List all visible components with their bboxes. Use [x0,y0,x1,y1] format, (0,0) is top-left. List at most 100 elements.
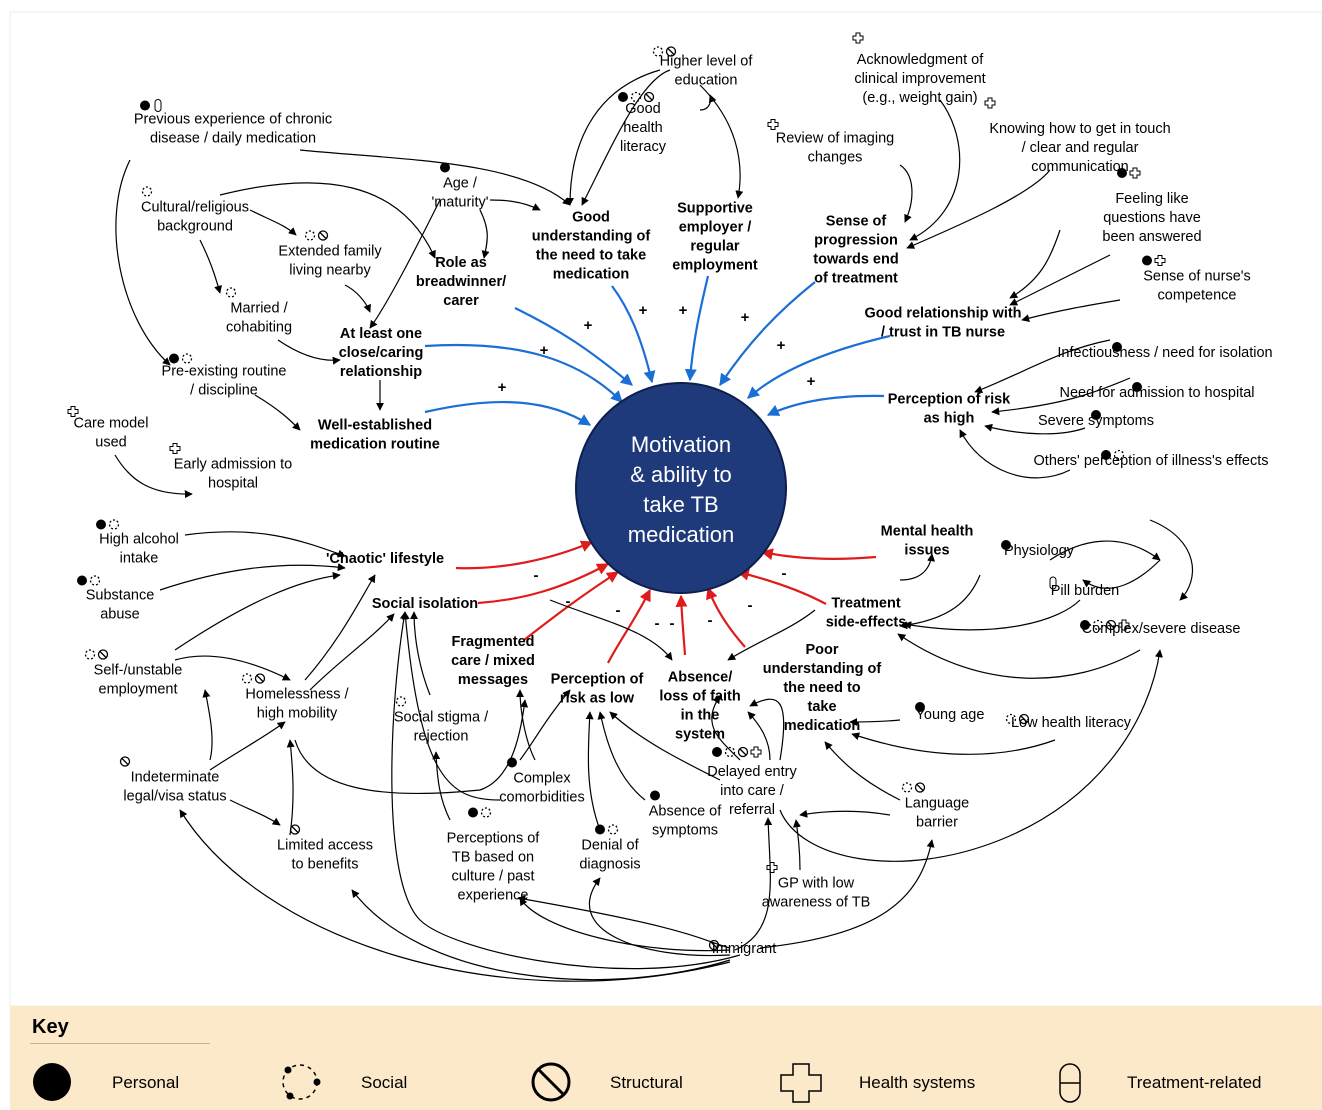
causal-link [734,817,773,951]
causal-link [299,149,571,206]
social-icon [630,91,642,103]
causal-link [516,689,536,761]
social-icon [652,46,664,57]
causal-link [179,809,731,982]
key-label-treatment-related: Treatment-related [1127,1073,1262,1092]
node-label: Pre-existing routine/ discipline [162,364,287,399]
node-physiology: Physiology [1001,540,1075,559]
health-systems-icon [169,443,181,454]
node-label: Complex/severe disease [1082,621,1241,637]
causal-link [959,429,1071,479]
social-icon [1113,449,1125,461]
causal-link [391,611,741,970]
causal-link [1021,299,1121,323]
personal-icon [618,92,628,102]
social-icon [181,353,193,364]
causal-link [1009,229,1061,299]
plus-sign: + [741,309,750,326]
node-label: Good relationship with/ trust in TB nurs… [864,306,1021,341]
plus-sign: + [777,337,786,354]
health-systems-icon [1118,619,1130,631]
personal-icon [468,807,478,818]
node-label: Pill burden [1051,583,1120,599]
node-stigma: Social stigma /rejection [394,696,489,745]
social-icon [395,696,407,707]
causal-link [432,751,451,821]
causal-link [588,877,731,957]
causal-link [984,423,1086,435]
social-icon [1005,713,1017,725]
causal-link [1049,540,1161,561]
social-icon [304,230,316,241]
node-good-relationship: Good relationship with/ trust in TB nurs… [864,306,1021,341]
node-preexisting: Pre-existing routine/ discipline [162,353,287,399]
minus-sign: - [534,567,539,584]
causal-link [849,717,901,726]
causal-link [479,209,490,259]
structural-icon [914,782,926,793]
personal-icon [1112,342,1122,352]
causal-link [286,739,295,836]
causal-link [1082,559,1161,589]
personal-icon [1091,410,1101,420]
positive-link [766,394,885,416]
causal-link [899,553,936,581]
node-label: Immigrant [712,941,776,957]
causal-link [906,169,1051,249]
causal-link [899,164,913,223]
causal-link [991,377,1131,416]
node-chaotic: 'Chaotic' lifestyle [326,551,444,567]
node-severe-sym: Severe symptoms [1038,410,1154,429]
key-title: Key [32,1016,69,1038]
causal-link [824,741,901,801]
treatment-related-icon [154,99,162,112]
causal-link [699,84,744,199]
causal-link [851,732,1056,755]
node-others-perc: Others' perception of illness's effects [1034,449,1268,469]
structural-icon [737,746,749,758]
positive-link [747,334,891,399]
causal-link [304,574,376,681]
node-pill: Pill burden [1049,576,1120,599]
causal-link [1009,254,1111,306]
node-label: Age /'maturity' [431,176,488,211]
negative-link [523,571,620,641]
personal-icon [96,519,106,530]
treatment-related-icon [1049,576,1057,590]
node-homeless: Homelessness /high mobility [241,673,350,722]
positive-link [514,307,633,386]
minus-sign: - [782,565,787,582]
